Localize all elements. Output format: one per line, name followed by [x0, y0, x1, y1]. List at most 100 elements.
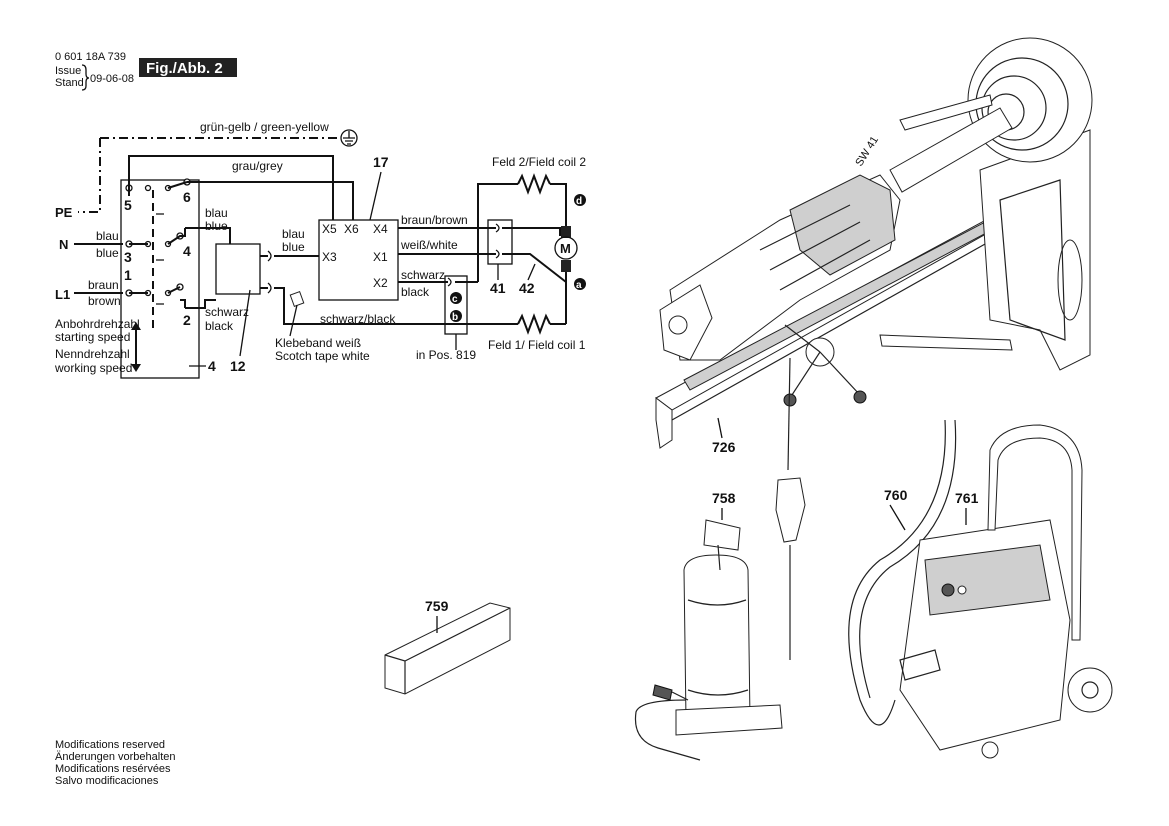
terminal-x3: X3	[322, 250, 337, 264]
brown-wire-label: braun/brown	[401, 213, 468, 227]
brown-to-motor	[502, 227, 561, 236]
part-761-label: 761	[955, 490, 979, 506]
grey-wire-a	[128, 155, 334, 220]
field2-wire-right	[550, 183, 567, 228]
footer-line-3: Modifications resérvées	[55, 763, 171, 775]
document-footer: Modifications reserved Änderungen vorbeh…	[55, 739, 175, 787]
node-b-badge	[450, 310, 462, 322]
blue-wire2-label-de: blau	[282, 227, 305, 241]
gearbox	[789, 174, 896, 276]
terminal-x5: X5	[322, 222, 337, 236]
controller-ref-leader	[369, 171, 382, 221]
connector-block-819	[444, 275, 468, 335]
part-760-leader	[889, 504, 906, 531]
pump-handle	[703, 519, 741, 551]
black-wire2-label-de: schwarz	[401, 268, 445, 282]
handle-ball	[853, 390, 867, 404]
header-brace	[81, 64, 90, 91]
switch-pin-1: 1	[124, 267, 132, 283]
white-wire-label: weiß/white	[400, 238, 458, 252]
blue-wire-module	[185, 227, 231, 244]
black-wire2-label-en: black	[401, 285, 430, 299]
ref-42: 42	[519, 280, 535, 296]
vacuum-caster	[981, 741, 999, 759]
base-slot	[1057, 239, 1083, 321]
node-d: d	[576, 196, 582, 207]
terminal-x2: X2	[373, 276, 388, 290]
scotch-tape-icon	[289, 291, 305, 307]
grey-wire-label: grau/grey	[232, 159, 283, 173]
support-strut	[879, 334, 1013, 351]
motor-brush-bottom	[561, 260, 571, 272]
figure-label: Fig./Abb. 2	[146, 60, 223, 77]
tank-body	[683, 554, 751, 727]
node-c-badge	[450, 292, 462, 304]
in-pos-label: in Pos. 819	[416, 348, 476, 362]
switch-pin-3: 3	[124, 249, 132, 265]
switch-pin-5: 5	[124, 197, 132, 213]
ground-symbol-icon	[340, 129, 358, 147]
switch-pin-4: 4	[183, 243, 191, 259]
l1-wire-label-de: braun	[88, 278, 119, 292]
drill-rig-illustration: SW 41 726	[655, 37, 1093, 660]
field-coil-1-label: Feld 1/ Field coil 1	[488, 338, 586, 352]
black-wire-module	[185, 299, 216, 309]
field2-wire-left	[477, 183, 518, 282]
blue-wire-label-en: blue	[205, 219, 228, 233]
speed-arrow-icon	[131, 322, 141, 372]
stand-label: Stand	[55, 77, 84, 89]
document-header: 0 601 18A 739 Issue Stand 09-06-08 Fig./…	[55, 51, 237, 91]
connector-icon	[267, 250, 272, 262]
part-726-label: 726	[712, 439, 736, 455]
electronic-module	[215, 243, 261, 295]
connector-icon	[495, 223, 500, 259]
white-to-motor	[502, 253, 567, 283]
working-speed-de: Nenndrehzahl	[55, 347, 130, 361]
switch-pin-6: 6	[183, 189, 191, 205]
node-c: c	[452, 294, 458, 305]
vacuum-wheel	[1067, 667, 1113, 713]
switch-pin-2: 2	[183, 312, 191, 328]
switch-contacts	[125, 178, 191, 308]
terminal-x4: X4	[373, 222, 388, 236]
tape-label-de: Klebeband weiß	[275, 336, 361, 350]
pe-wire	[78, 138, 101, 213]
n-wire-label-de: blau	[96, 229, 119, 243]
terminal-x6: X6	[344, 222, 359, 236]
terminal-pe: PE	[55, 205, 73, 220]
connector-icon	[267, 282, 272, 294]
ground-wire-label: grün-gelb / green-yellow	[200, 120, 329, 134]
terminal-x1: X1	[373, 250, 388, 264]
part-759-label: 759	[425, 598, 449, 614]
controller-ref: 17	[373, 154, 389, 170]
spindle-shaft	[889, 107, 1013, 193]
handle-ball	[783, 393, 797, 407]
part-759-block: 759	[384, 598, 511, 695]
vacuum-handle	[987, 424, 1083, 641]
blue-wire2-label-en: blue	[282, 240, 305, 254]
connector-icon	[447, 277, 452, 287]
tank-base	[675, 704, 783, 736]
motor-label: M	[560, 241, 571, 256]
spindle-pipe	[899, 94, 993, 131]
motor-icon	[554, 236, 578, 260]
switch-ref: 4	[208, 358, 216, 374]
footer-line-1: Modifications reserved	[55, 739, 165, 751]
tank-hose	[634, 699, 701, 761]
footer-line-2: Änderungen vorbehalten	[55, 751, 175, 763]
issue-label: Issue	[55, 65, 81, 77]
switch-knob-icon	[668, 315, 688, 335]
black-wire-label-en: black	[205, 319, 234, 333]
part-758-label: 758	[712, 490, 736, 506]
l1-wire-label-en: brown	[88, 294, 121, 308]
field-coil-1-icon	[517, 313, 551, 335]
field-coil-2-icon	[517, 173, 551, 195]
terminal-l1: L1	[55, 287, 70, 302]
sw-41-label: SW 41	[853, 134, 881, 168]
vacuum-top-panel	[924, 544, 1051, 616]
vacuum-inlet	[899, 649, 941, 681]
blue-wire-label-de: blau	[205, 206, 228, 220]
black-wire-label-de: schwarz	[205, 305, 249, 319]
node-a-badge	[574, 278, 586, 290]
vacuum-hose-760	[848, 419, 946, 726]
